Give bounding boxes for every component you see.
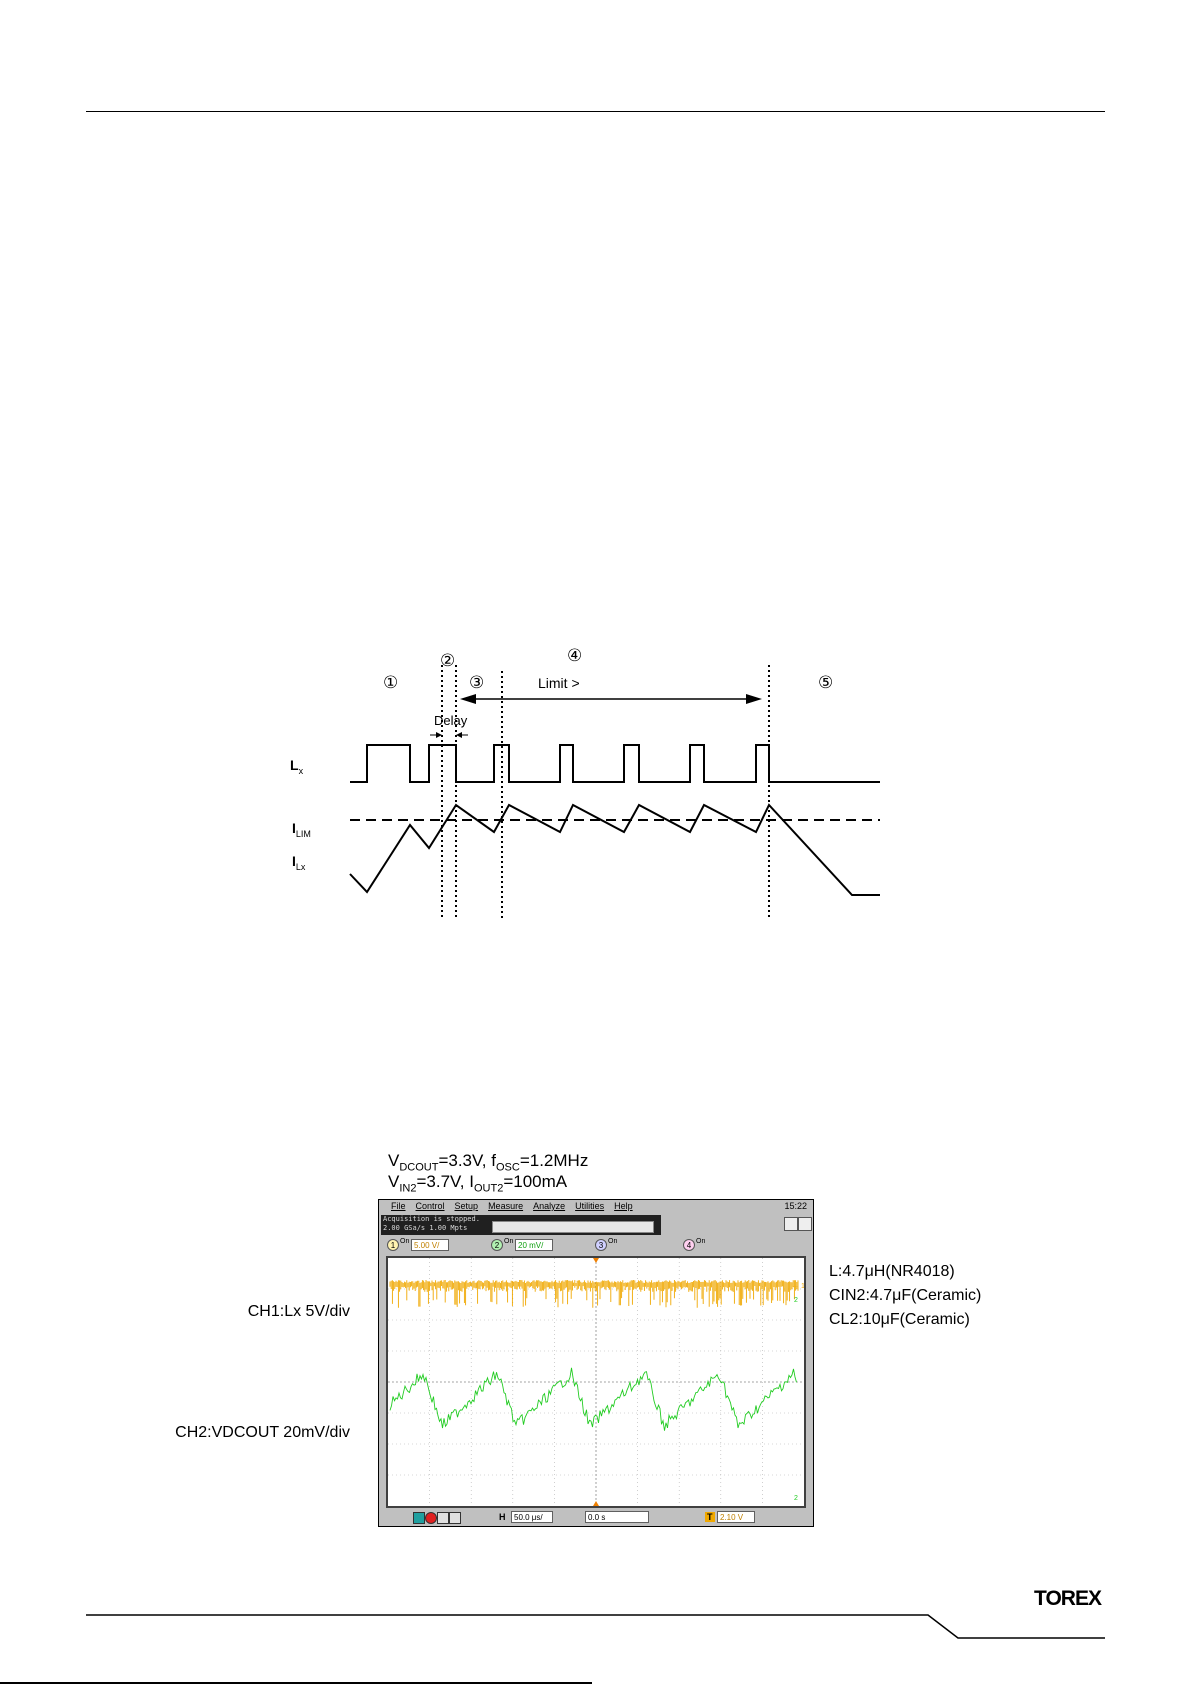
delay-arrow-left <box>436 732 442 738</box>
ch2-ref-marker: 2 <box>794 1297 798 1304</box>
menu-control: Control <box>415 1201 445 1211</box>
ch2-scale: 20 mV/ <box>515 1239 553 1251</box>
channel-control-row: 1 On 5.00 V/ 2 On 20 mV/ 3 On 4 On <box>381 1238 811 1254</box>
current-limit-timing-diagram <box>349 665 880 920</box>
h-label: H <box>499 1512 506 1522</box>
ch2-vdcout-trace <box>389 1367 797 1431</box>
scope-button-1 <box>784 1217 798 1231</box>
trigger-level: 2.10 V <box>717 1511 755 1523</box>
conditions-line-2: VIN2=3.7V, IOUT2=100mA <box>388 1172 568 1195</box>
header-rule <box>86 111 1105 112</box>
ch1-label: CH1:Lx 5V/div <box>247 1303 350 1320</box>
ch1-scale: 5.00 V/ <box>411 1239 449 1251</box>
phase-4-label: ④ <box>567 646 583 665</box>
component-note-inductor: L:4.7μH(NR4018) <box>829 1263 955 1280</box>
component-note-cl2: CL2:10μF(Ceramic) <box>829 1311 970 1328</box>
ch2-label: CH2:VDCOUT 20mV/div <box>175 1424 350 1441</box>
stop-button <box>425 1512 437 1524</box>
menu-setup: Setup <box>454 1201 479 1211</box>
lx-signal-label: Lx <box>290 757 304 776</box>
trigger-marker-bottom <box>593 1501 599 1506</box>
phase-1-label: ① <box>383 673 399 692</box>
ch1-lx-trace <box>389 1280 799 1308</box>
ch1-marker: ← 1 <box>792 1283 804 1290</box>
menu-file: File <box>391 1201 406 1211</box>
run-button <box>413 1512 425 1524</box>
delay-arrow-right <box>456 732 462 738</box>
ch2-number: 2 <box>491 1239 503 1251</box>
scope-waveform-plot: ← 1 2 2 <box>388 1258 805 1506</box>
torex-logo: TOREX <box>1034 1587 1102 1610</box>
menu-utilities: Utilities <box>575 1201 605 1211</box>
limit-arrow-right-head <box>746 694 762 704</box>
ch4-number: 4 <box>683 1239 695 1251</box>
ilx-signal-label: ILx <box>292 853 306 872</box>
delay-value: 0.0 s <box>585 1511 649 1523</box>
ch2-on: On <box>504 1238 514 1245</box>
lx-waveform <box>350 744 880 783</box>
scope-bottom-controls: H 50.0 μs/ 0.0 s T 2.10 V <box>381 1510 811 1526</box>
delay-label: Delay <box>434 713 468 728</box>
menu-help: Help <box>614 1201 633 1211</box>
ch1-number: 1 <box>387 1239 399 1251</box>
ilim-signal-label: ILIM <box>292 820 311 839</box>
ilx-waveform <box>349 803 880 896</box>
limit-arrow-left-head <box>460 694 476 704</box>
menu-measure: Measure <box>488 1201 524 1211</box>
footer-rule <box>0 1614 1105 1684</box>
ch3-on: On <box>608 1238 618 1245</box>
phase-5-label: ⑤ <box>818 673 834 692</box>
scope-clock: 15:22 <box>784 1201 807 1211</box>
phase-2-label: ② <box>440 651 456 670</box>
t-label: T <box>705 1512 715 1522</box>
scope-menubar: File Control Setup Measure Analyze Utili… <box>381 1201 811 1214</box>
trigger-marker-top <box>593 1258 599 1263</box>
ch2-bottom-marker: 2 <box>794 1495 798 1502</box>
ch4-on: On <box>696 1238 706 1245</box>
ch1-on: On <box>400 1238 410 1245</box>
single-button <box>437 1512 449 1524</box>
conditions-line-1: VDCOUT=3.3V, fOSC=1.2MHz <box>388 1151 589 1174</box>
menu-analyze: Analyze <box>533 1201 566 1211</box>
phase-3-label: ③ <box>469 673 485 692</box>
scope-button-2 <box>798 1217 812 1231</box>
ch3-number: 3 <box>595 1239 607 1251</box>
scope-display: ← 1 2 2 <box>386 1256 806 1508</box>
limit-label: Limit > <box>538 675 580 691</box>
timebase-value: 50.0 μs/ <box>511 1511 553 1523</box>
memory-bar <box>492 1221 654 1233</box>
component-note-cin2: CIN2:4.7μF(Ceramic) <box>829 1287 982 1304</box>
oscilloscope-screenshot: File Control Setup Measure Analyze Utili… <box>378 1199 814 1527</box>
print-button <box>449 1512 461 1524</box>
